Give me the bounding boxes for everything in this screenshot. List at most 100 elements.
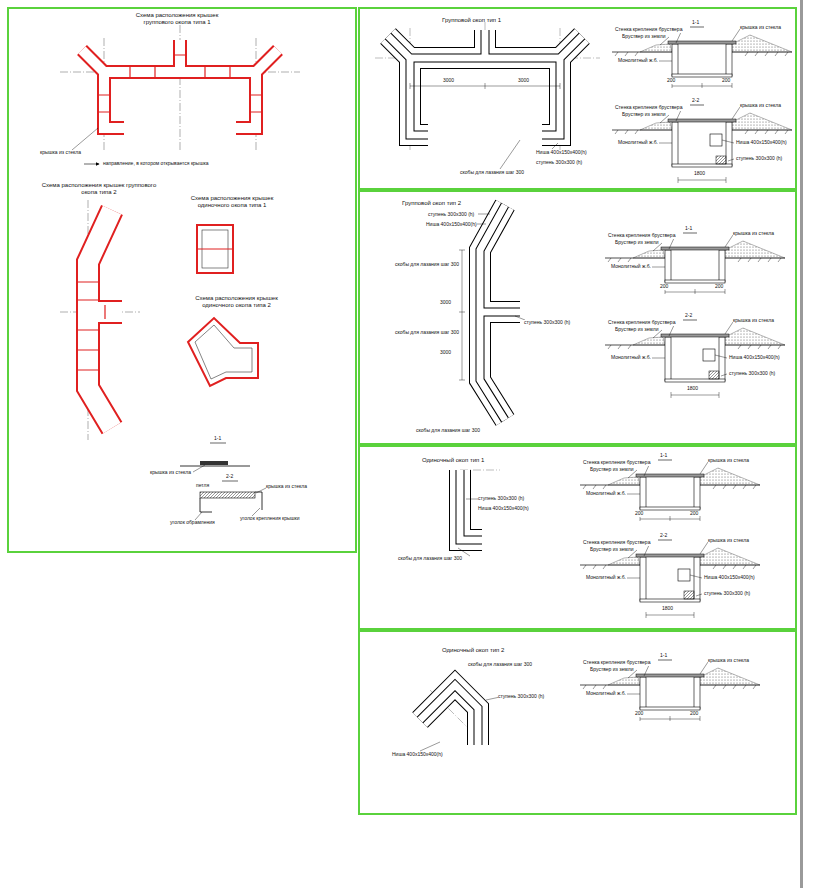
- annotation-label: скобы для лазания шаг 300: [395, 330, 459, 336]
- section-1-1: [612, 27, 792, 88]
- annotation-label: Бруствер из земли: [615, 327, 658, 333]
- annotation-label: скобы для лазания шаг 300: [416, 428, 480, 434]
- annotation-label: направление, в котором открывается крышк…: [103, 161, 209, 167]
- annotation-label: ступень 300х300 (h): [704, 591, 750, 597]
- annotation-label: 2-2: [685, 313, 692, 319]
- roof-joint: [76, 282, 105, 370]
- trench-wall: [420, 685, 478, 745]
- annotation-label: 1-1: [685, 226, 692, 232]
- annotation-label: Монолитный ж.б.: [586, 491, 626, 497]
- annotation-label: 1-1: [660, 453, 667, 459]
- dimension-label: 200: [722, 78, 730, 84]
- annotation-label: петля: [196, 483, 209, 489]
- annotation-label: ступень 300х300 (h): [478, 496, 524, 502]
- roof-joint: [197, 249, 233, 250]
- annotation-label: Стенка крепления бруствера: [608, 233, 675, 239]
- panel-title: Схема расположения крышек группового око…: [122, 12, 232, 26]
- panel-title: Схема расположения крышек одиночного око…: [177, 195, 287, 209]
- section-2-2: [580, 540, 760, 618]
- annotation-label: уголок обрамления: [170, 520, 215, 526]
- annotation-label: Стенка крепления бруствера: [615, 27, 682, 33]
- annotation-label: Монолитный ж.б.: [586, 691, 626, 697]
- dimension-label: 200: [690, 511, 698, 517]
- annotation-label: крышка из стекла: [708, 458, 749, 464]
- trench-wall: [388, 30, 582, 135]
- annotation-label: 2-2: [226, 474, 233, 480]
- annotation-label: крышка из стекла: [708, 658, 749, 664]
- dimension-label: 3000: [440, 300, 451, 306]
- annotation-label: Стенка крепления бруствера: [615, 105, 682, 111]
- annotation-label: крышка из стекла: [40, 150, 81, 156]
- panel-title: Групповой окоп тип 1: [442, 17, 501, 24]
- trench-wall: [420, 685, 478, 745]
- annotation-label: Монолитный ж.б.: [611, 264, 651, 270]
- section-1-1: [580, 460, 760, 521]
- sections: [580, 27, 792, 721]
- annotation-label: Ниша 400х150х400(h): [536, 150, 587, 156]
- dimension-label: 200: [667, 78, 675, 84]
- annotation-label: ступень 300х300 (h): [536, 160, 582, 166]
- leader-line: [72, 128, 98, 150]
- annotation-label: крышка из стекла: [266, 484, 307, 490]
- panel-title: Одиночный окоп тип 2: [442, 647, 504, 654]
- panel-title: Схема расположения крышек одиночного око…: [179, 295, 294, 309]
- roof-band: [82, 40, 278, 128]
- opening-arrow: [84, 164, 99, 165]
- panel-title: Одиночный окоп тип 1: [422, 457, 484, 464]
- annotation-label: ступень 300х300 (h): [729, 371, 775, 377]
- section-2-2: [605, 320, 785, 398]
- annotation-label: ступень 300х300 (h): [736, 156, 782, 162]
- annotation-label: Ниша 400х150х400(h): [478, 506, 529, 512]
- dimension-label: 3000: [518, 78, 529, 84]
- roof-band: [82, 40, 278, 128]
- annotation-label: крышка из стекла: [733, 231, 774, 237]
- annotation-label: Стенка крепления бруствера: [583, 660, 650, 666]
- drawing-panel: Групповой окоп тип 2: [358, 190, 797, 445]
- trench-wall: [460, 470, 482, 540]
- trench-wall: [480, 205, 520, 420]
- cover-section: [200, 492, 255, 498]
- annotation-label: Монолитный ж.б.: [618, 140, 658, 146]
- sheet-edge: [800, 0, 803, 888]
- annotation-label: крышка из стекла: [733, 318, 774, 324]
- annotation-label: скобы для лазания шаг 300: [398, 556, 462, 562]
- section-1-1: [580, 660, 760, 721]
- annotation-label: Бруствер из земли: [622, 34, 665, 40]
- annotation-label: Бруствер из земли: [622, 112, 665, 118]
- dimension-label: 3000: [440, 350, 451, 356]
- annotation-label: ступень 300х300 (h): [524, 320, 570, 326]
- dimension-label: 200: [635, 711, 643, 717]
- section-line: [180, 466, 250, 467]
- axis-line: [60, 25, 300, 440]
- annotation-label: Монолитный ж.б.: [586, 575, 626, 581]
- annotation-label: крышка из стекла: [150, 470, 191, 476]
- annotation-label: крышка из стекла: [708, 538, 749, 544]
- annotation-label: Ниша 400х150х400(h): [736, 140, 787, 146]
- annotation-label: Бруствер из земли: [590, 667, 633, 673]
- annotation-label: 2-2: [660, 533, 667, 539]
- dimension-label: 1800: [694, 171, 705, 177]
- trench-plans: [375, 22, 600, 751]
- dimension-label: 200: [660, 284, 668, 290]
- panel-title: Схема расположения крышек группового око…: [39, 182, 159, 196]
- annotation-label: Ниша 400х150х400(h): [392, 752, 443, 758]
- annotation-label: Бруствер из земли: [590, 547, 633, 553]
- trench-wall: [460, 470, 482, 540]
- dimension-label: 1800: [662, 606, 673, 612]
- section-1-1: [605, 233, 785, 294]
- dimension-label: 200: [690, 711, 698, 717]
- annotation-label: Ниша 400х150х400(h): [704, 575, 755, 581]
- annotation-label: Монолитный ж.б.: [618, 58, 658, 64]
- dimension-label: 3000: [443, 78, 454, 84]
- section-2-2: [612, 105, 792, 183]
- trench-wall: [420, 685, 478, 745]
- panel-title: Групповой окоп тип 2: [402, 200, 461, 207]
- annotation-label: 1-1: [692, 20, 699, 26]
- trench-wall: [480, 205, 520, 420]
- roof-outline: [197, 225, 233, 273]
- trench-wall: [388, 30, 582, 135]
- annotation-label: крышка из стекла: [740, 103, 781, 109]
- trench-wall: [388, 30, 582, 135]
- annotation-label: скобы для лазания шаг 300: [395, 262, 459, 268]
- annotation-label: скобы для лазания шаг 300: [460, 170, 524, 176]
